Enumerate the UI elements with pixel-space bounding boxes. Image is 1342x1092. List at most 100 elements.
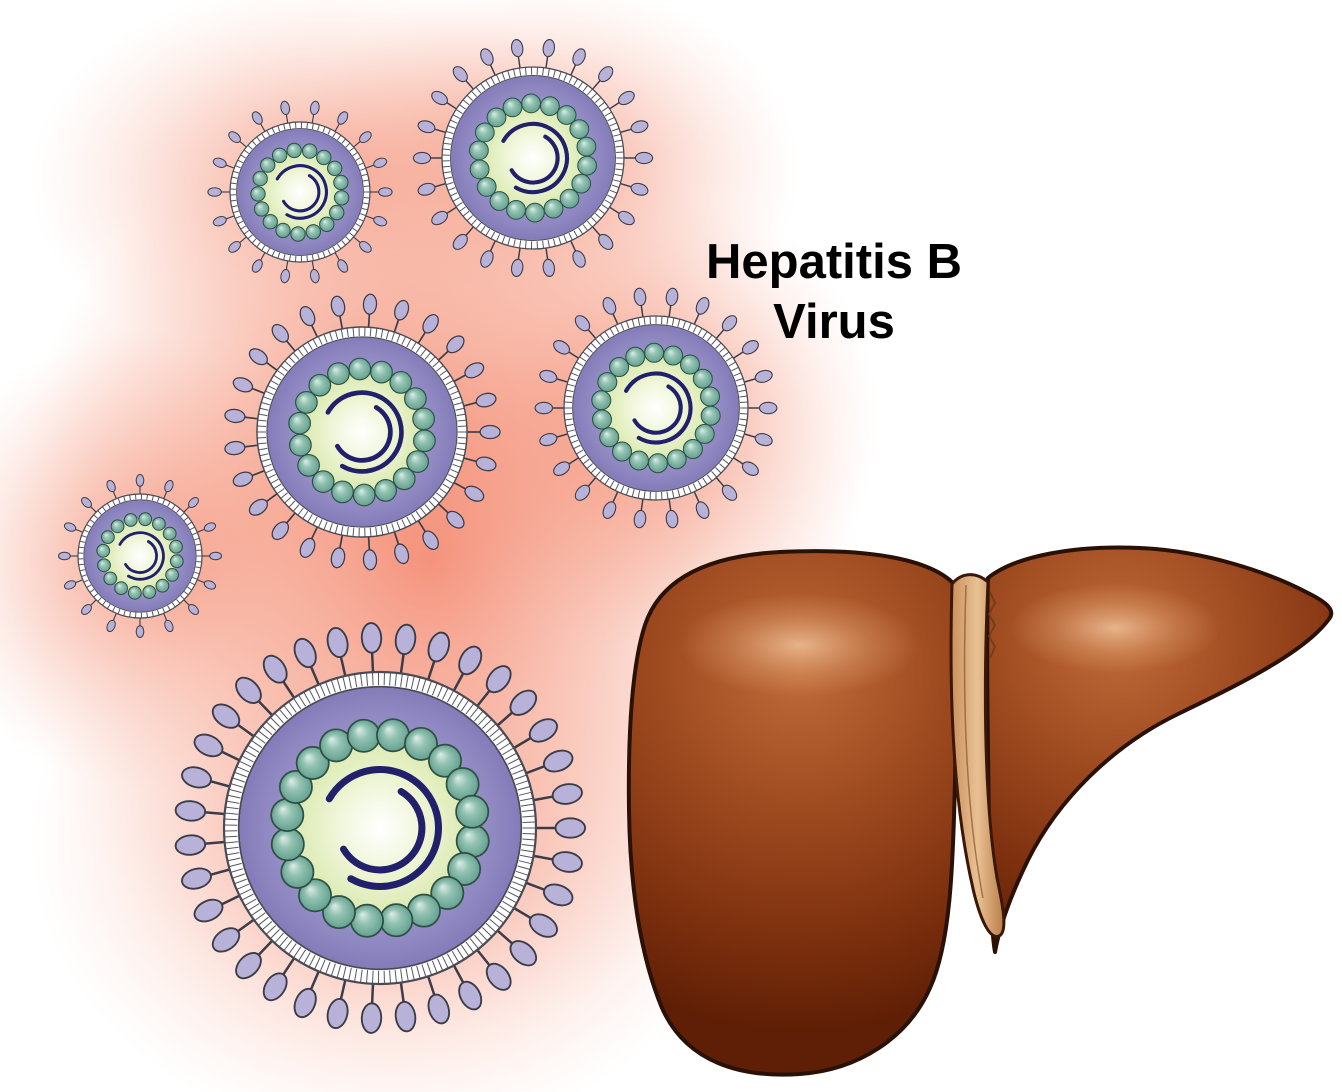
spike-icon: [164, 479, 174, 493]
spike-icon: [754, 369, 773, 383]
spike-icon: [373, 157, 388, 168]
capsomere-bead: [679, 354, 701, 375]
spike-icon: [337, 111, 349, 125]
capsomere-bead: [308, 373, 332, 397]
capsomere-bead: [486, 107, 507, 128]
capsomere-bead: [700, 405, 721, 426]
capsomere-bead: [539, 96, 560, 117]
spike-icon: [741, 461, 759, 476]
capsomere-bead: [694, 423, 715, 444]
spike-icon: [262, 654, 288, 684]
capsomere-bead: [331, 480, 354, 504]
capsomere-bead: [302, 143, 318, 159]
capsomere-bead: [506, 199, 527, 220]
spike-icon: [224, 440, 246, 456]
dna-strand-outer: [118, 531, 165, 581]
capsomere-bead: [599, 427, 620, 448]
capsomere-bead: [628, 450, 649, 471]
spike-icon: [510, 258, 524, 277]
capsomere-bead: [329, 204, 345, 221]
lobe-seam-serration: [987, 591, 997, 659]
spike-icon: [458, 980, 483, 1011]
capsomere-bead: [577, 155, 598, 176]
spike-icon: [630, 120, 649, 134]
capsomere-bead: [692, 368, 713, 389]
capsomere-bead: [412, 407, 435, 431]
spike-icon: [330, 295, 346, 317]
spike-icon: [174, 834, 207, 856]
virus-particle: [412, 39, 654, 277]
spike-icon: [373, 216, 388, 227]
spike-icon: [572, 250, 586, 268]
spike-icon: [309, 268, 320, 284]
dna-strand-inner: [340, 788, 426, 874]
spike-icon: [207, 187, 222, 197]
spike-icon: [754, 433, 773, 447]
spike-icon: [618, 90, 635, 106]
capsomere-bead: [502, 97, 523, 118]
spike-icon: [359, 240, 372, 253]
virus-capsid: [258, 150, 342, 234]
capsomere-bead: [543, 198, 564, 219]
virus-particle: [224, 293, 501, 571]
dna-strand-outer: [501, 121, 569, 195]
capsomere-bead: [476, 176, 497, 197]
capsomere-bead: [114, 581, 128, 595]
spike-icon: [394, 623, 417, 656]
spike-icon: [721, 315, 738, 332]
spike-icon: [485, 962, 512, 991]
spike-icon: [427, 631, 451, 663]
spike-icon: [203, 522, 217, 532]
capsomere-bead: [597, 372, 618, 393]
capsomere-bead: [127, 585, 142, 600]
spike-icon: [464, 362, 485, 379]
spike-icon: [224, 408, 246, 424]
capsomere-bead: [591, 390, 612, 411]
capsomere-bead: [322, 895, 356, 930]
spike-icon: [299, 306, 316, 327]
capsomere-bead: [289, 433, 312, 457]
spike-icon: [211, 927, 241, 953]
spike-icon: [534, 401, 554, 415]
capsomere-bead: [468, 140, 489, 161]
capsomere-bead: [569, 119, 590, 140]
capsomere-bead: [295, 746, 330, 780]
capsomere-bead: [447, 852, 482, 886]
spike-icon: [309, 100, 320, 116]
capsomere-bead: [290, 226, 306, 242]
spike-icon: [235, 676, 262, 704]
dna-strand-inner: [282, 174, 321, 213]
capsomere-bead: [644, 342, 665, 363]
virus-particle: [207, 100, 393, 284]
spike-icon: [509, 689, 538, 716]
virus-capsid: [102, 518, 178, 594]
spike-icon: [394, 299, 410, 321]
virus-particle: [534, 287, 778, 529]
spike-icon: [360, 1002, 383, 1034]
virus-capsid: [299, 369, 425, 495]
spike-icon: [293, 987, 317, 1019]
spike-icon: [602, 501, 617, 519]
capsomere-bead: [250, 186, 266, 202]
spike-icon: [458, 645, 483, 676]
spike-icon: [280, 268, 291, 284]
capsomere-bead: [413, 429, 436, 453]
capsomere-bead: [275, 222, 291, 239]
capsomere-bead: [297, 454, 320, 477]
spike-icon: [758, 401, 778, 415]
capsomere-bead: [270, 827, 305, 862]
spike-icon: [57, 551, 71, 561]
capsomere-bead: [253, 201, 270, 217]
capsomere-bead: [319, 216, 335, 233]
dna-strand-outer: [325, 390, 404, 474]
spike-icon: [452, 233, 468, 250]
spike-icon: [209, 551, 223, 561]
spike-icon: [81, 604, 92, 615]
capsomere-bead: [260, 157, 276, 173]
spike-icon: [431, 90, 448, 106]
spike-icon: [193, 733, 224, 758]
capsomere-bead: [327, 362, 350, 385]
spike-icon: [181, 766, 212, 789]
